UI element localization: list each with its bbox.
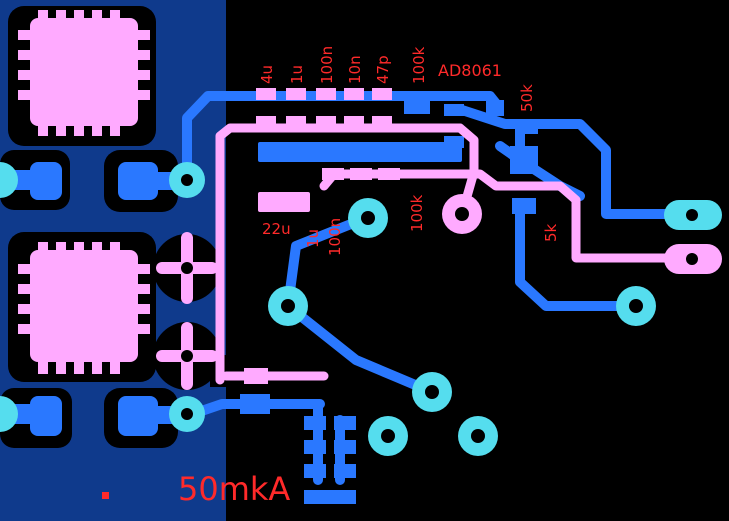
bottom-copper-blocks [240,96,538,504]
label-r3: 100k [408,194,426,232]
label-r1: 100k [410,46,428,84]
qfn-footprint-top [18,10,150,136]
label-c4: 10n [346,55,364,84]
label-c6: 22u [262,220,291,238]
top-copper-pads [244,88,400,384]
label-c7: 1u [304,229,322,248]
silkscreen-labels: 4u 1u 100n 10n 47p 100k AD8061 50k 22u 1… [102,46,560,508]
label-current: 50mkA [178,470,290,508]
label-r4: 5k [542,223,560,242]
label-c8: 100n [326,218,344,256]
label-ic: AD8061 [438,61,502,80]
label-r2: 50k [518,84,536,112]
label-c1: 4u [258,65,276,84]
silk-marker [102,492,109,499]
pad-holes [181,174,698,443]
label-c2: 1u [288,65,306,84]
label-c3: 100n [318,46,336,84]
qfn-footprint-bottom [18,242,150,374]
label-c5: 47p [374,55,392,84]
